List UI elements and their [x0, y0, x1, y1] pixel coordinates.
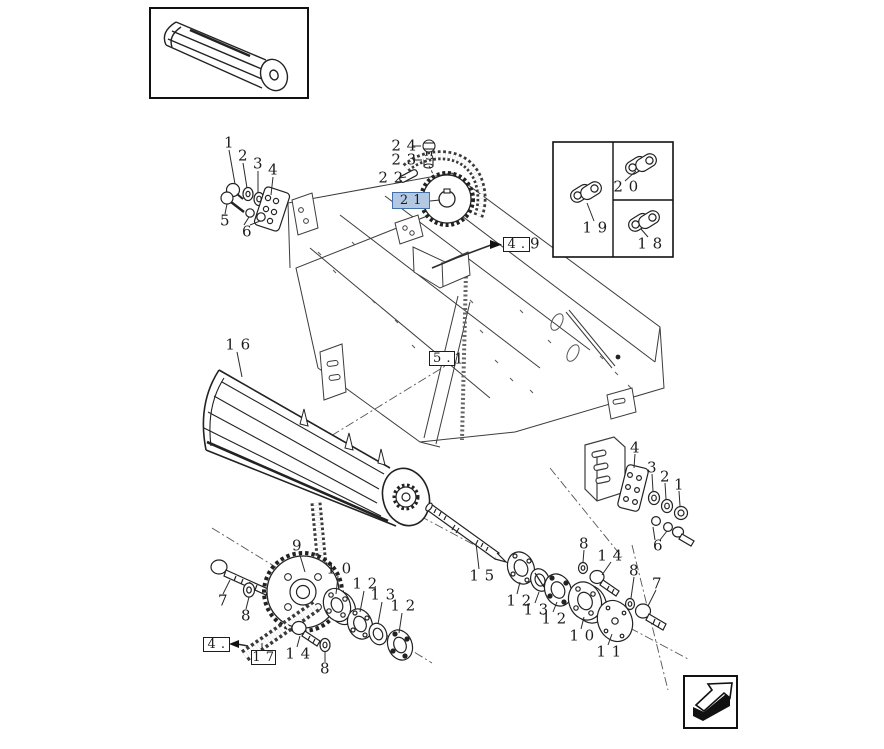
left-bottom-cluster — [210, 502, 414, 663]
top-sprocket-group — [399, 139, 487, 227]
sprocket-21 — [419, 171, 475, 227]
nav-arrow-box — [683, 675, 738, 729]
chain-vertical — [310, 502, 328, 567]
arrow-to-ref-4 — [431, 240, 502, 269]
flange-12-left2 — [386, 629, 414, 661]
page-turn-arrow-icon — [693, 682, 733, 721]
hub-10-left — [322, 587, 357, 626]
bolt-7-left — [210, 559, 269, 596]
roller-drum-16 — [202, 369, 431, 527]
chain-17 — [239, 600, 320, 663]
key-22 — [399, 169, 419, 183]
arrow-from-ref-4 — [229, 640, 249, 648]
chain-links-box — [552, 141, 674, 258]
chain-link-20-icon — [625, 153, 657, 175]
washer-8-left — [242, 582, 256, 598]
bearing-13-left — [368, 622, 388, 646]
shaft-15 — [425, 502, 509, 564]
washer-8-right — [577, 561, 589, 575]
flange-12-right2 — [543, 573, 573, 607]
disc-11 — [596, 599, 634, 643]
thumbnail-box — [149, 7, 309, 99]
leader-lines — [222, 145, 681, 662]
chain-over-sprocket — [402, 150, 487, 219]
main-frame-art — [287, 172, 665, 448]
flange-12-right — [506, 551, 536, 585]
washer-8-right2 — [624, 597, 636, 611]
bolt-7-right — [634, 603, 667, 631]
topleft-hardware-group — [220, 182, 291, 232]
right-bottom-cluster — [506, 551, 667, 643]
roller-thumbnail-icon — [163, 21, 289, 92]
bolt-14-right — [589, 569, 620, 597]
bracket-hardware-group — [584, 436, 695, 547]
washer-8-left2 — [319, 637, 331, 653]
chain-link-19-icon — [570, 181, 602, 203]
bolt-14-left — [291, 620, 321, 647]
flange-12-left — [346, 608, 374, 640]
chain-link-18-icon — [628, 210, 660, 232]
